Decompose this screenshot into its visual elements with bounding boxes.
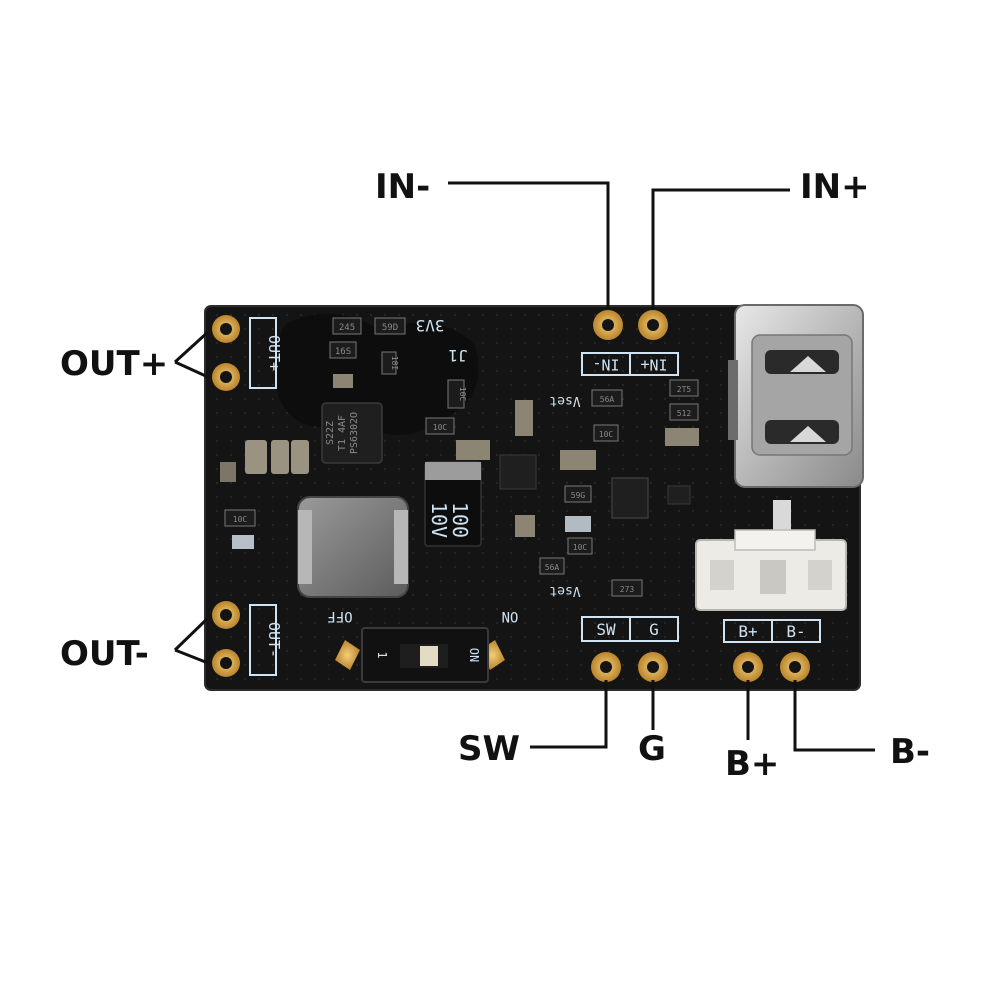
silk-in-labels: IN- IN+ <box>581 352 679 376</box>
svg-text:Vset: Vset <box>549 393 580 408</box>
svg-text:10V: 10V <box>427 502 451 538</box>
usb-c-connector <box>728 304 864 488</box>
svg-text:1: 1 <box>375 651 389 658</box>
svg-text:G: G <box>649 620 659 639</box>
boost-ic: PS6302O T1 4AF S22Z <box>321 402 383 464</box>
svg-text:B-: B- <box>786 622 805 641</box>
svg-text:18I: 18I <box>390 356 399 371</box>
jst-connector <box>695 500 847 611</box>
svg-text:10C: 10C <box>458 387 467 402</box>
svg-text:OUT+: OUT+ <box>265 335 283 371</box>
svg-text:2T5: 2T5 <box>677 385 692 394</box>
svg-text:IN-: IN- <box>592 356 619 374</box>
svg-text:ON: ON <box>467 648 481 662</box>
callout-out-minus: OUT- <box>60 634 149 674</box>
svg-text:56A: 56A <box>600 395 615 404</box>
svg-text:S22Z: S22Z <box>325 421 336 445</box>
callout-in-plus: IN+ <box>800 167 870 207</box>
smd-components: 245 59D 16S 18I 10C 10C 10C 59G 10C 56A … <box>220 317 699 597</box>
svg-text:T1 4AF: T1 4AF <box>337 415 348 451</box>
svg-text:ON: ON <box>502 608 519 624</box>
tantalum-capacitor: 100 10V <box>424 461 482 547</box>
svg-text:10C: 10C <box>433 423 448 432</box>
silk-out-minus: OUT- <box>249 604 283 676</box>
slide-switch: 1 ON <box>335 627 505 683</box>
svg-text:3V3: 3V3 <box>416 316 445 335</box>
out-minus-pads <box>212 601 240 677</box>
svg-text:J1: J1 <box>448 346 467 365</box>
out-plus-pads <box>212 315 240 391</box>
svg-text:59G: 59G <box>571 491 586 500</box>
silk-bottom-labels: SW G B+ B- <box>581 616 821 643</box>
svg-text:273: 273 <box>620 585 635 594</box>
callout-sw: SW <box>458 729 520 769</box>
svg-text:10C: 10C <box>599 430 614 439</box>
callout-in-minus: IN- <box>375 167 430 207</box>
callout-b-minus: B- <box>890 732 930 772</box>
silk-out-plus: OUT+ <box>249 317 283 389</box>
in-pads <box>593 310 668 340</box>
svg-text:PS6302O: PS6302O <box>349 412 360 454</box>
svg-text:OFF: OFF <box>327 608 352 624</box>
callout-b-plus: B+ <box>725 744 779 784</box>
callout-g: G <box>638 729 666 769</box>
svg-text:59D: 59D <box>382 323 398 333</box>
svg-text:100: 100 <box>448 502 472 538</box>
svg-text:16S: 16S <box>335 347 351 357</box>
bottom-pads <box>591 652 810 682</box>
svg-text:245: 245 <box>339 323 355 333</box>
callout-leaders <box>173 181 875 752</box>
silk-misc: 3V3 J1 Vset Vset OFF ON <box>327 316 580 624</box>
inductor <box>297 496 409 598</box>
svg-text:SW: SW <box>596 620 616 639</box>
svg-text:Vset: Vset <box>549 583 580 598</box>
svg-text:512: 512 <box>677 409 692 418</box>
callout-out-plus: OUT+ <box>60 344 168 384</box>
svg-text:10C: 10C <box>573 543 588 552</box>
svg-text:56A: 56A <box>545 563 560 572</box>
svg-text:10C: 10C <box>233 515 248 524</box>
svg-text:IN+: IN+ <box>640 356 667 374</box>
svg-text:OUT-: OUT- <box>265 622 283 658</box>
svg-text:B+: B+ <box>738 622 757 641</box>
